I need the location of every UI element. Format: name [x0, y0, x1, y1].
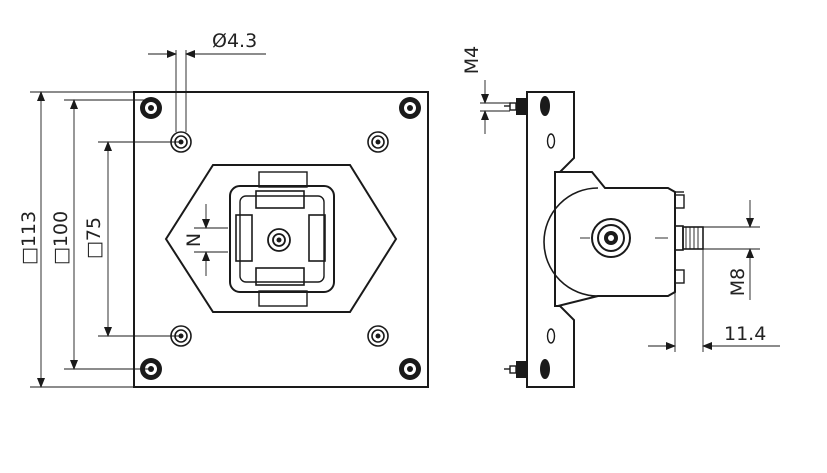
- slot-bottom: [255, 267, 305, 286]
- offset-label: 11.4: [724, 323, 766, 345]
- slot-left: [235, 214, 253, 262]
- corner-hole-top-right: [399, 97, 421, 119]
- screw-head-icon: [367, 325, 389, 347]
- hexagon-adapter: [164, 164, 398, 313]
- hole-diameter-label: Ø4.3: [212, 30, 257, 52]
- screw-head-icon: [367, 131, 389, 153]
- mid-square-label: □100: [50, 211, 72, 265]
- outer-square-label: □113: [18, 211, 40, 265]
- mounting-plate: [133, 91, 429, 388]
- bolt-hole-icon: [267, 228, 291, 252]
- front-view: Ø4.3 N □113 □100 □75: [18, 30, 429, 388]
- inner-square-label: □75: [83, 217, 105, 259]
- side-view: M4 M8 11.4: [461, 46, 780, 388]
- corner-hole-top-left: [140, 97, 162, 119]
- m8-label: M8: [727, 268, 749, 296]
- m4-label: M4: [461, 46, 483, 74]
- square-adapter: [229, 185, 335, 293]
- bolt-hole-icon: [591, 218, 631, 258]
- n-label: N: [183, 233, 205, 247]
- slot-right: [308, 214, 326, 262]
- corner-hole-bottom-right: [399, 358, 421, 380]
- slot-top: [255, 190, 305, 209]
